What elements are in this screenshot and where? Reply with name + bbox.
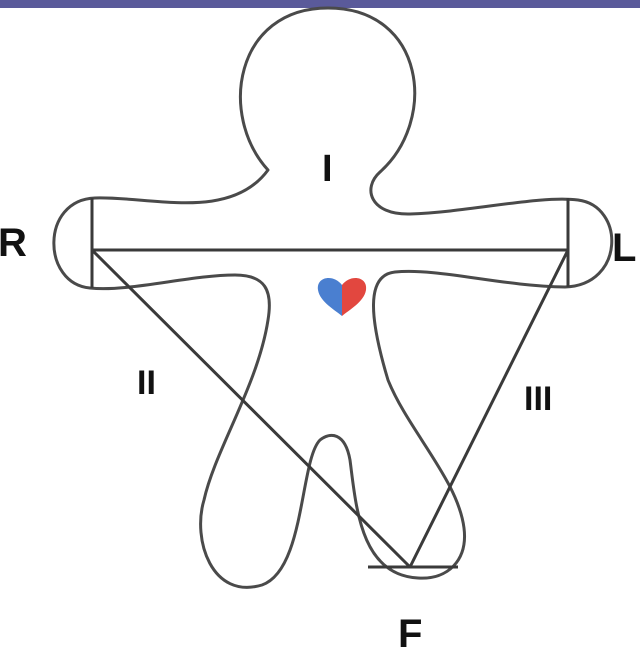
lead-I-label: I [322, 150, 333, 188]
electrode-F-label: F [398, 614, 422, 654]
electrode-R-label: R [0, 223, 27, 263]
lead-III-label: III [524, 382, 552, 416]
lead-II-label: II [137, 366, 156, 400]
electrode-L-label: L [612, 228, 636, 268]
heart-icon [318, 278, 366, 316]
